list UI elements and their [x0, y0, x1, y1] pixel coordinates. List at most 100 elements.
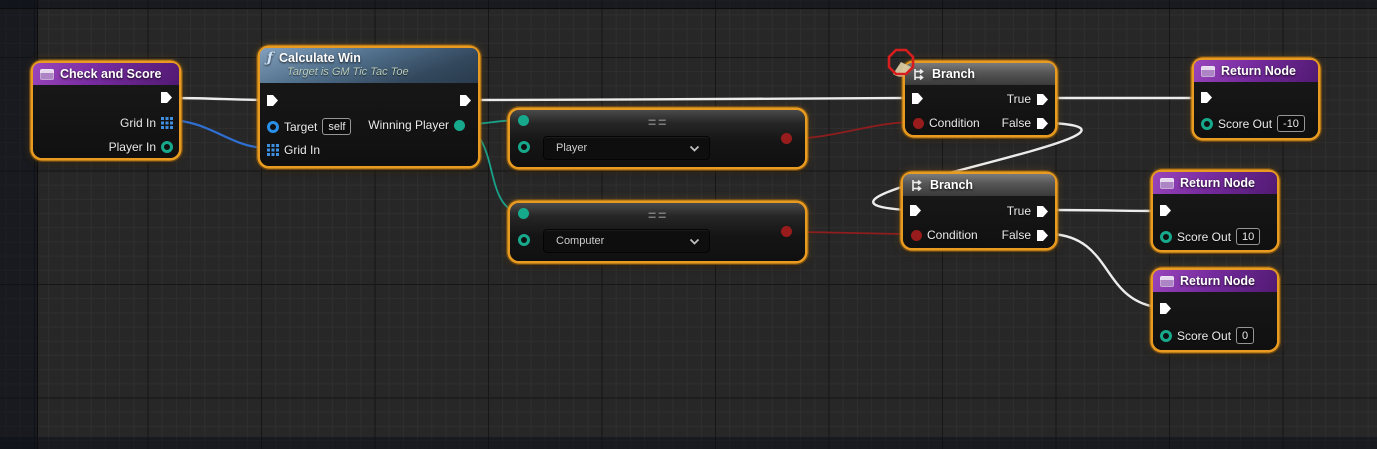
node-title: Return Node [1180, 176, 1255, 190]
true-pin-row: True [1007, 204, 1049, 218]
target-label: Target [284, 119, 318, 134]
score-out-label: Score Out [1177, 229, 1232, 244]
node-header[interactable]: Branch [905, 63, 1055, 85]
node-title: Return Node [1221, 64, 1296, 78]
score-value-box[interactable]: -10 [1277, 115, 1305, 132]
node-header[interactable]: Return Node [1194, 60, 1318, 82]
condition-pin-row: Condition [911, 228, 978, 242]
wire-exec-branch1false-to-branch2 [872, 121, 1083, 212]
equals-operator: == [648, 114, 669, 130]
node-check-and-score[interactable]: Check and Score Grid In Player In [33, 63, 179, 158]
wire-array-gridin [168, 118, 269, 150]
origin-line-horizontal [0, 8, 1377, 9]
node-header[interactable]: Check and Score [33, 63, 179, 85]
exec-out-pin[interactable] [459, 94, 472, 107]
node-branch-bottom[interactable]: Branch True Condition False [903, 174, 1055, 248]
bool-output-pin[interactable] [781, 133, 792, 144]
exec-out-pin-row [160, 91, 173, 104]
array-pin-icon[interactable] [267, 144, 279, 156]
exec-in-pin[interactable] [911, 92, 924, 105]
true-exec-pin[interactable] [1036, 205, 1049, 218]
false-exec-pin[interactable] [1036, 229, 1049, 242]
node-return-neg10[interactable]: Return Node Score Out -10 [1194, 60, 1318, 138]
tunnel-icon [1201, 65, 1215, 77]
enum-input-a-pin[interactable] [518, 208, 529, 219]
grid-in-pin-row: Grid In [120, 116, 173, 130]
tunnel-icon [40, 68, 54, 80]
exec-out-pin[interactable] [160, 91, 173, 104]
exec-in-pin-row [911, 92, 924, 105]
origin-line-vertical [37, 0, 38, 449]
exec-in-pin-row [1200, 91, 1213, 104]
exec-in-pin[interactable] [1200, 91, 1213, 104]
node-return-0[interactable]: Return Node Score Out 0 [1153, 270, 1277, 350]
exec-in-pin[interactable] [1159, 204, 1172, 217]
function-icon: ƒ [267, 50, 274, 66]
score-out-label: Score Out [1177, 328, 1232, 343]
exec-in-pin-row [1159, 302, 1172, 315]
node-title: Return Node [1180, 274, 1255, 288]
exec-out-pin-row [459, 94, 472, 107]
winning-player-pin-row: Winning Player [368, 118, 465, 132]
condition-bool-pin[interactable] [913, 117, 924, 129]
node-equal-computer[interactable]: == Computer [510, 203, 805, 261]
object-pin[interactable] [267, 120, 279, 133]
node-header[interactable]: ƒ Calculate Win Target is GM Tic Tac Toe [260, 48, 478, 83]
true-label: True [1006, 204, 1031, 218]
false-pin-row: False [1002, 116, 1049, 130]
wire-exec-calculatewin-to-branch1 [465, 96, 911, 102]
wire-exec-checkscore-to-calculatewin [171, 96, 269, 102]
node-header[interactable]: Return Node [1153, 172, 1277, 194]
true-exec-pin[interactable] [1036, 93, 1049, 106]
node-header[interactable]: Branch [903, 174, 1055, 196]
condition-label: Condition [929, 116, 980, 130]
exec-in-pin[interactable] [266, 94, 279, 107]
false-exec-pin[interactable] [1036, 117, 1049, 130]
exec-in-pin-row [909, 204, 922, 217]
enum-input-a-pin[interactable] [518, 115, 529, 126]
branch-icon [912, 179, 922, 191]
grid-in-pin-row: Grid In [267, 143, 320, 157]
exec-in-pin[interactable] [1159, 302, 1172, 315]
exec-in-pin-row [1159, 204, 1172, 217]
equals-operator: == [648, 207, 669, 223]
wire-bool-equal1-to-branch1 [786, 121, 915, 140]
node-calculate-win[interactable]: ƒ Calculate Win Target is GM Tic Tac Toe… [260, 48, 478, 166]
enum-value-dropdown[interactable]: Player [543, 136, 710, 160]
wire-exec-branch2true-to-return2 [1050, 208, 1165, 213]
node-title: Check and Score [60, 67, 162, 81]
bool-output-pin[interactable] [781, 226, 792, 237]
exec-in-pin[interactable] [909, 204, 922, 217]
target-value-box[interactable]: self [322, 118, 352, 135]
node-title: Calculate Win [279, 51, 361, 65]
int-pin[interactable] [1160, 329, 1172, 342]
node-subtitle: Target is GM Tic Tac Toe [287, 66, 409, 78]
score-value-box[interactable]: 10 [1236, 228, 1261, 245]
chevron-down-icon [689, 238, 700, 245]
player-in-label: Player In [108, 140, 156, 154]
node-header[interactable]: Return Node [1153, 270, 1277, 292]
enum-input-b-pin[interactable] [518, 141, 530, 153]
condition-bool-pin[interactable] [911, 229, 922, 241]
node-return-10[interactable]: Return Node Score Out 10 [1153, 172, 1277, 250]
node-equal-player[interactable]: == Player [510, 110, 805, 167]
enum-pin[interactable] [161, 141, 173, 153]
node-branch-top[interactable]: Branch True Condition False [905, 63, 1055, 135]
enum-pin[interactable] [454, 119, 465, 131]
score-out-pin-row: Score Out 10 [1160, 228, 1261, 245]
branch-icon [914, 68, 924, 80]
player-in-pin-row: Player In [109, 140, 173, 154]
int-pin[interactable] [1160, 230, 1172, 243]
node-title: Branch [932, 67, 976, 81]
array-pin-icon[interactable] [161, 117, 173, 129]
score-value-box[interactable]: 0 [1236, 327, 1255, 344]
enum-input-b-pin[interactable] [518, 234, 530, 246]
int-pin[interactable] [1201, 117, 1213, 130]
node-title: Branch [930, 178, 974, 192]
tunnel-icon [1160, 177, 1174, 189]
condition-pin-row: Condition [913, 116, 980, 130]
chevron-down-icon [689, 145, 700, 152]
enum-value-dropdown[interactable]: Computer [543, 229, 710, 253]
tunnel-icon [1160, 275, 1174, 287]
